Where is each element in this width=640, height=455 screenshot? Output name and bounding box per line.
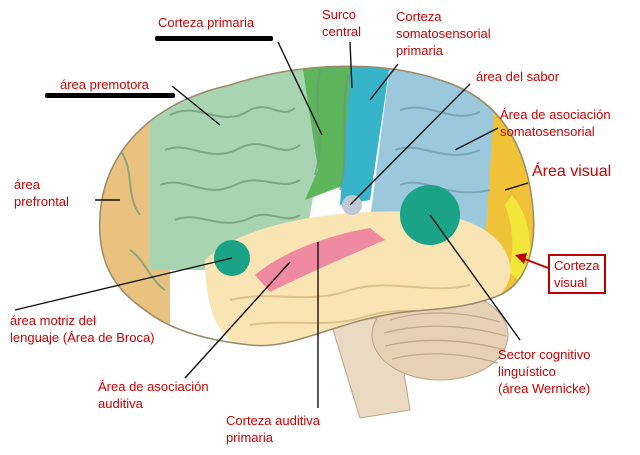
leader-lines — [14, 41, 529, 408]
label-area-prefrontal: área prefrontal — [14, 177, 69, 209]
label-asociacion-auditiva: Área de asociación auditiva — [98, 379, 209, 411]
label-surco-central: Surco central — [322, 7, 362, 39]
label-asociacion-somatosensorial: Área de asociación somatosensorial — [500, 107, 611, 139]
label-corteza-auditiva: Corteza auditiva primaria — [226, 413, 320, 445]
underline-area-premotora — [45, 93, 175, 98]
gyri-lines — [119, 69, 349, 291]
region-somatosensory-association — [370, 66, 505, 245]
cerebellum-folds — [383, 312, 507, 364]
taste-area — [342, 195, 362, 215]
region-auditory-primary — [255, 228, 385, 292]
region-premotor — [150, 66, 318, 270]
label-wernicke: Sector cognitivo linguístico (área Werni… — [498, 347, 591, 396]
label-area-del-sabor: área del sabor — [476, 69, 560, 84]
label-corteza-visual: Corteza visual — [548, 254, 606, 294]
label-corteza-somatosensorial: Corteza somatosensorial primaria — [396, 9, 491, 58]
label-corteza-primaria: Corteza primaria — [158, 15, 255, 30]
label-area-visual: Área visual — [532, 163, 612, 180]
visual-arrow — [515, 253, 549, 269]
region-primary-motor — [300, 66, 352, 200]
brain-outline — [98, 65, 535, 347]
underline-corteza-primaria — [155, 36, 273, 41]
label-area-premotora: área premotora — [60, 77, 149, 92]
label-broca: área motriz del lenguaje (Área de Broca) — [10, 313, 155, 345]
